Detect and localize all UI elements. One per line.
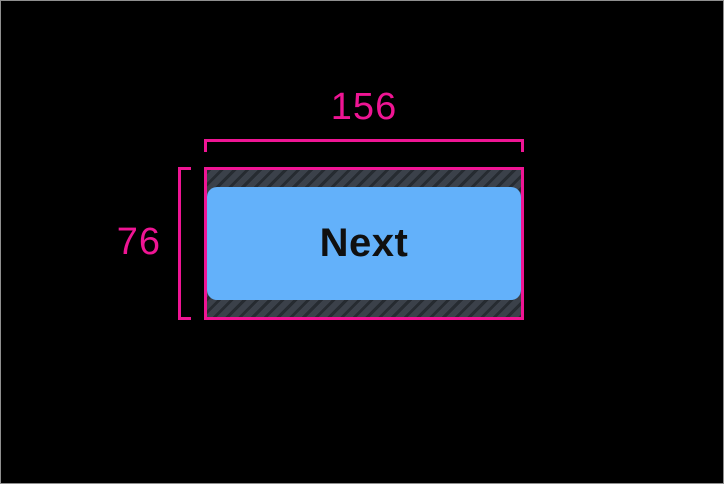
next-button-label: Next <box>319 220 409 265</box>
widget-selection-highlight: Next <box>204 167 524 320</box>
width-measurement-bracket <box>204 139 524 152</box>
width-dimension-label: 156 <box>330 86 398 128</box>
height-dimension-label: 76 <box>116 221 161 263</box>
next-button[interactable]: Next <box>207 187 521 300</box>
height-measurement-bracket <box>178 167 191 320</box>
